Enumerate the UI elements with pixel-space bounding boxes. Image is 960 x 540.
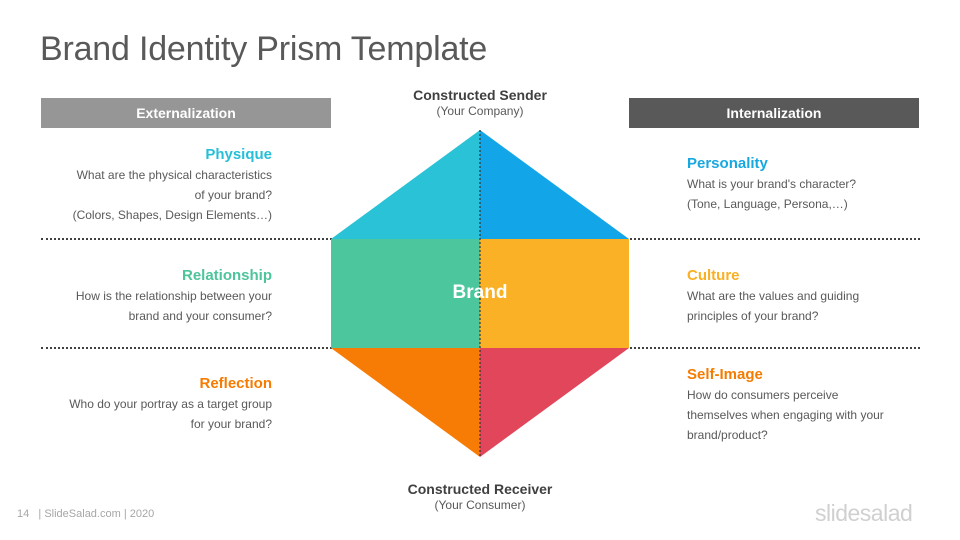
reflection-block: Reflection Who do your portray as a targ… — [42, 375, 272, 434]
reflection-heading: Reflection — [199, 375, 272, 392]
bottom-caption-sub: (Your Consumer) — [434, 498, 526, 512]
brand-label: Brand — [452, 282, 508, 303]
self-image-block: Self-Image How do consumers perceive the… — [687, 366, 917, 445]
culture-block: Culture What are the values and guiding … — [687, 267, 917, 326]
physique-heading: Physique — [205, 146, 272, 163]
bottom-caption-main: Constructed Receiver — [407, 481, 553, 497]
relationship-text: How is the relationship between your bra… — [75, 289, 272, 323]
physique-text: What are the physical characteristics of… — [72, 168, 272, 222]
prism-top-right — [480, 130, 629, 239]
self-image-heading: Self-Image — [687, 366, 763, 383]
personality-text: What is your brand's character? (Tone, L… — [687, 177, 857, 211]
top-caption-sub: (Your Company) — [436, 104, 524, 118]
top-caption-main: Constructed Sender — [413, 87, 547, 103]
physique-block: Physique What are the physical character… — [42, 146, 272, 225]
prism-mid-left — [331, 239, 480, 348]
prism-mid-right — [480, 239, 629, 348]
prism-bottom-left — [331, 348, 480, 457]
prism-bottom-right — [480, 348, 629, 457]
top-caption: Constructed Sender (Your Company) — [380, 87, 580, 118]
prism-top-left — [331, 130, 480, 239]
page-number: 14 — [17, 508, 30, 520]
reflection-text: Who do your portray as a target group fo… — [69, 397, 272, 431]
slidesalad-logo: slidesalad — [815, 500, 913, 526]
relationship-heading: Relationship — [181, 267, 272, 284]
relationship-block: Relationship How is the relationship bet… — [42, 267, 272, 326]
culture-heading: Culture — [687, 267, 740, 284]
personality-block: Personality What is your brand's charact… — [687, 155, 917, 214]
page-title: Brand Identity Prism Template — [40, 30, 488, 68]
self-image-text: How do consumers perceive themselves whe… — [687, 388, 884, 442]
footer-text: | SlideSalad.com | 2020 — [38, 508, 155, 520]
footer: 14 | SlideSalad.com | 2020 — [17, 508, 154, 520]
bottom-caption: Constructed Receiver (Your Consumer) — [380, 481, 580, 512]
internalization-banner: Internalization — [629, 98, 919, 128]
externalization-banner: Externalization — [41, 98, 331, 128]
personality-heading: Personality — [687, 155, 768, 172]
culture-text: What are the values and guiding principl… — [687, 289, 860, 323]
